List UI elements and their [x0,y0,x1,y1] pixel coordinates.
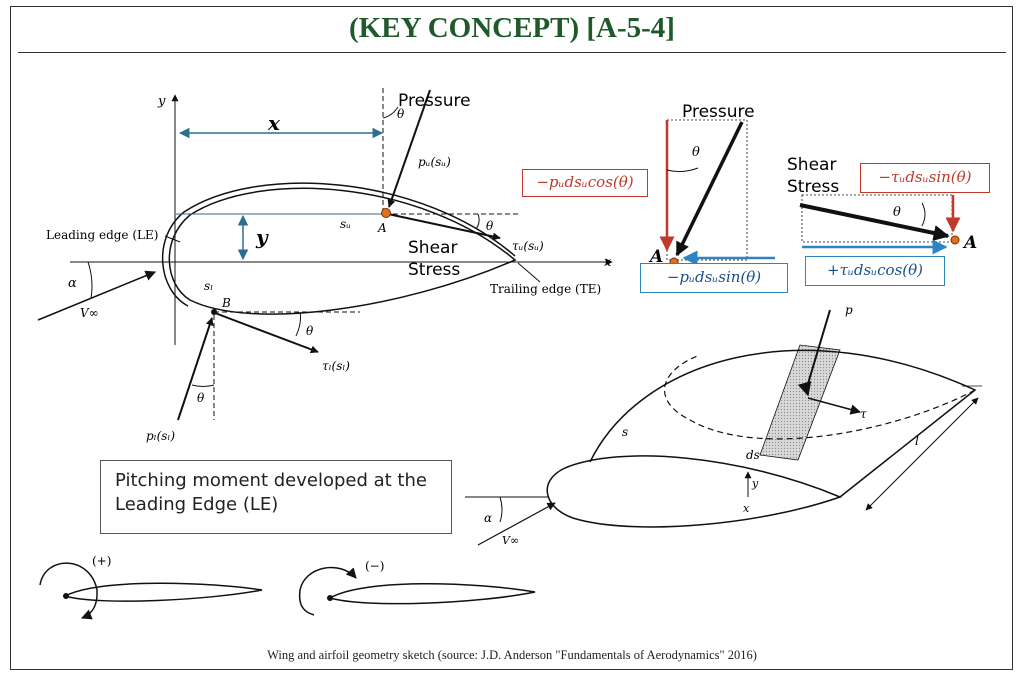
negative-label: (−) [365,559,384,573]
positive-pivot [63,593,69,599]
wing-p-line [806,309,831,388]
theta-label-b-pressure: θ [197,391,205,405]
pressure-theta-label: θ [692,145,700,160]
pl-label: pₗ(sₗ) [146,429,175,443]
shear-detail-label-line2: Stress [787,177,839,197]
page-frame [10,6,1013,670]
theta-label-a-pressure: θ [397,107,405,121]
pressure-point-a-label: A [648,247,663,267]
point-b-label: B [221,296,231,310]
positive-label: (+) [92,554,111,568]
title-divider [18,52,1006,53]
shear-theta-label: θ [893,205,901,220]
shear-detail: θ Shear Stress A [787,155,977,255]
wing-alpha-label: α [484,511,492,525]
wing-tau-arrow [807,397,862,415]
airfoil-outline [168,187,517,315]
pressure-detail: θ Pressure A [648,102,775,267]
pitching-moment-note: Pitching moment developed at the Leading… [100,460,452,534]
wing-freestream-arrow [477,502,556,546]
theta-label-a-shear: θ [486,219,494,233]
theta-arc-a-shear [475,213,480,230]
wing-span-dimension [865,397,979,511]
trailing-edge-label: Trailing edge (TE) [490,282,601,296]
negative-moment-arrow [298,566,357,616]
leading-edge-leader [164,235,181,243]
wing-ds-label: ds [746,448,760,462]
point-a-marker [381,208,391,218]
shear-theta-arc [921,202,926,227]
point-b-marker [211,309,217,315]
shear-stress-label-line1: Shear [408,238,457,258]
shear-stress-label-line2: Stress [408,260,460,280]
wing-p-label: p [845,303,853,317]
alpha-label: α [68,276,77,291]
sl-label: sₗ [204,279,213,293]
shear-detail-box [801,194,953,243]
upper-shear-arrow [387,213,501,241]
negative-pivot [327,595,333,601]
wing-root-section [546,455,843,528]
airfoil-surface-offset [162,182,516,307]
su-label: sᵤ [340,217,351,231]
positive-moment-arrow [39,562,98,620]
y-dimension-label: y [255,225,269,249]
wing-upper-surface [589,349,977,498]
pressure-detail-label: Pressure [682,102,755,122]
wing-p-arrowhead [797,380,812,397]
leading-edge-label: Leading edge (LE) [46,228,158,242]
theta-arc-b-shear [295,311,301,337]
wing-tau-label: τ [860,407,867,421]
wing-s-label: s [622,425,628,439]
wing-v-infinity-label: V∞ [502,534,519,547]
pu-label: pᵤ(sᵤ) [418,155,451,169]
pressure-vertical-eq: −pᵤdsᵤcos(θ) [522,169,648,197]
figure-caption: Wing and airfoil geometry sketch (source… [267,648,757,662]
wing-x-label: x [743,502,750,515]
main-airfoil-figure: y x x y θ θ Pressure pᵤ(sᵤ) A sᵤ τᵤ(sᵤ) … [37,88,613,443]
point-a-label: A [377,221,387,235]
wing-l-label: l [915,434,919,448]
pressure-horizontal-eq: −pᵤdsᵤsin(θ) [640,263,788,293]
wing-sketch: p τ s ds y x l α V∞ [465,303,982,547]
shear-horizontal-eq: +τᵤdsᵤcos(θ) [805,256,945,286]
v-infinity-label: V∞ [80,306,99,320]
wing-y-label: y [751,477,759,490]
shear-point-a-label: A [962,233,977,253]
wing-alpha-arc [499,496,503,523]
pressure-label: Pressure [398,91,471,111]
wing-strip-ds [759,344,841,461]
shear-point-a-marker [950,235,960,245]
freestream-arrow [37,270,156,321]
lower-shear-arrow [214,312,319,354]
negative-airfoil [328,582,536,605]
y-axis-label: y [157,94,166,109]
tau-u-label: τᵤ(sᵤ) [512,239,544,253]
page-title: (KEY CONCEPT) [A-5-4] [349,12,675,44]
lower-pressure-arrow [177,317,214,421]
trailing-edge-leader [517,262,541,283]
theta-arc-b-pressure [191,384,215,387]
upper-pressure-arrow [387,89,431,208]
moment-sketch-negative: (−) [298,559,536,616]
positive-airfoil [62,582,263,602]
x-axis-label: x [604,255,612,270]
pressure-vector [675,121,744,257]
tau-l-label: τₗ(sₗ) [322,359,350,373]
theta-label-b-shear: θ [306,324,314,338]
pressure-theta-arc [666,167,699,173]
shear-vertical-eq: −τᵤdsᵤsin(θ) [860,163,990,193]
x-dimension-label: x [267,111,281,135]
shear-detail-label-line1: Shear [787,155,836,175]
alpha-arc [87,261,93,299]
theta-arc-a-pressure [382,106,399,119]
moment-sketch-positive: (+) [39,554,263,620]
shear-vector [799,203,950,241]
